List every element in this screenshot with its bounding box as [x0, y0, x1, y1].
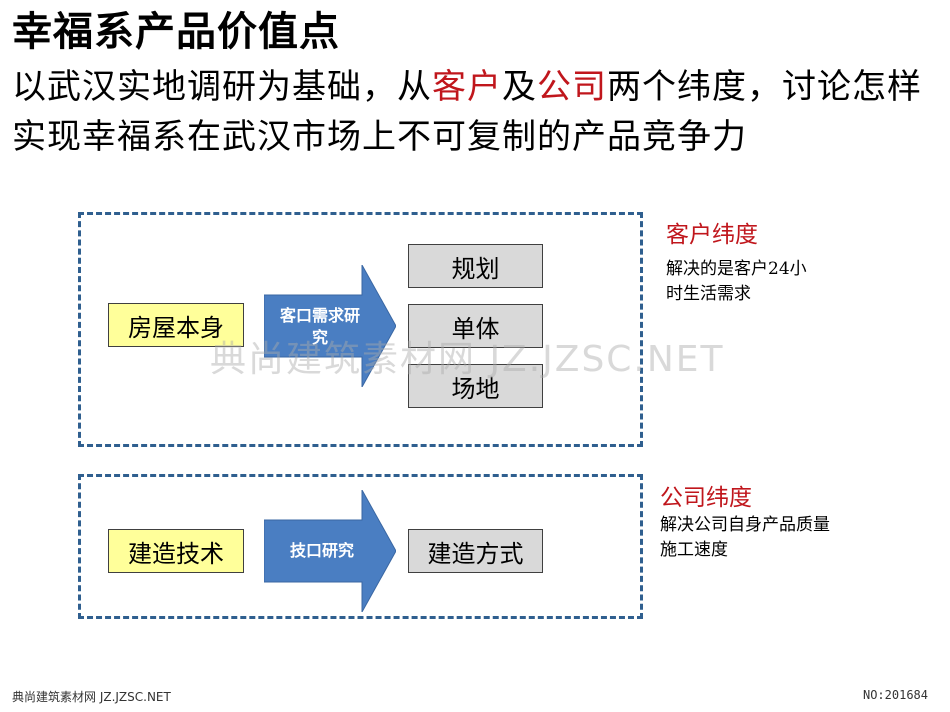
customer-dimension-title: 客户纬度	[666, 222, 758, 248]
company-dimension-title: 公司纬度	[660, 485, 752, 511]
watermark: 典尚建筑素材网 JZ.JZSC.NET	[210, 339, 725, 380]
customer-research-arrow	[264, 265, 396, 387]
customer-research-label: 客口需求研究	[280, 306, 361, 347]
construction-tech-box: 建造技术	[108, 529, 244, 573]
output-site-box: 场地	[408, 364, 543, 408]
customer-dimension-panel	[78, 212, 643, 447]
company-dimension-desc: 解决公司自身产品质量 施工速度	[660, 515, 830, 560]
house-itself-box: 房屋本身	[108, 303, 244, 347]
footer-site-name: 典尚建筑素材网 JZ.JZSC.NET	[12, 690, 171, 704]
tech-research-label: 技口研究	[289, 541, 354, 560]
customer-dimension-desc: 解决的是客户24小 时生活需求	[666, 259, 807, 304]
tech-research-arrow	[264, 490, 396, 612]
page-title: 幸福系产品价值点	[12, 9, 340, 55]
page-subtitle: 以武汉实地调研为基础，从客户及公司两个纬度，讨论怎样实现幸福系在武汉市场上不可复…	[12, 62, 942, 162]
subtitle-text-1: 以武汉实地调研为基础，从	[12, 67, 432, 107]
company-dimension-panel	[78, 474, 643, 619]
subtitle-text-2: 及	[502, 67, 537, 107]
subtitle-highlight-company: 公司	[537, 67, 607, 107]
subtitle-text-3: 两个纬度，讨论怎样实现幸福系在武汉市场上不可复制的产品竞争力	[12, 67, 922, 157]
output-unit-box: 单体	[408, 304, 543, 348]
subtitle-highlight-customer: 客户	[432, 67, 502, 107]
output-construction-method-box: 建造方式	[408, 529, 543, 573]
output-planning-box: 规划	[408, 244, 543, 288]
footer-number: NO:201684	[862, 688, 928, 702]
